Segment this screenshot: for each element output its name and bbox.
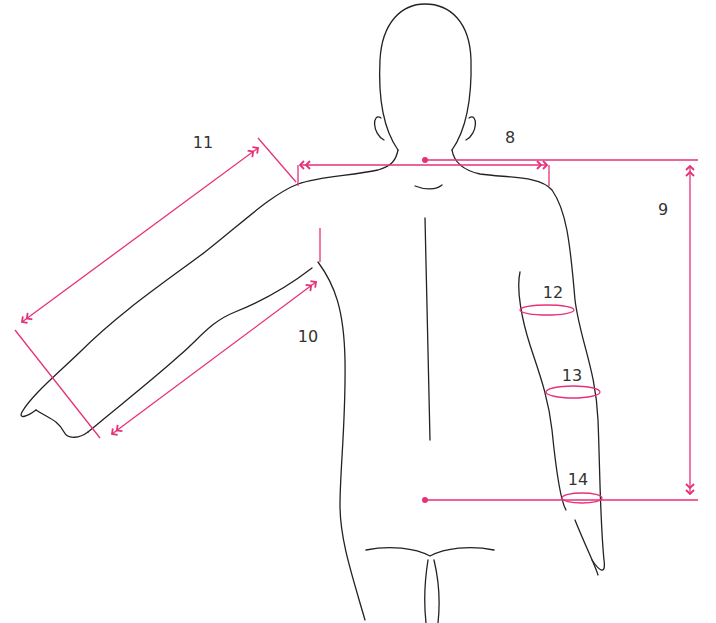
callout-number: 9 — [656, 201, 670, 219]
measurement-lines — [15, 138, 698, 503]
measure-points — [422, 157, 428, 503]
callout-number: 14 — [566, 471, 590, 489]
callout-number: 8 — [503, 129, 517, 147]
callout-number: 12 — [541, 284, 565, 302]
callout-number: 11 — [191, 134, 215, 152]
callout-number: 13 — [560, 367, 584, 385]
callout-number: 10 — [296, 328, 320, 346]
body-outline — [21, 4, 604, 623]
